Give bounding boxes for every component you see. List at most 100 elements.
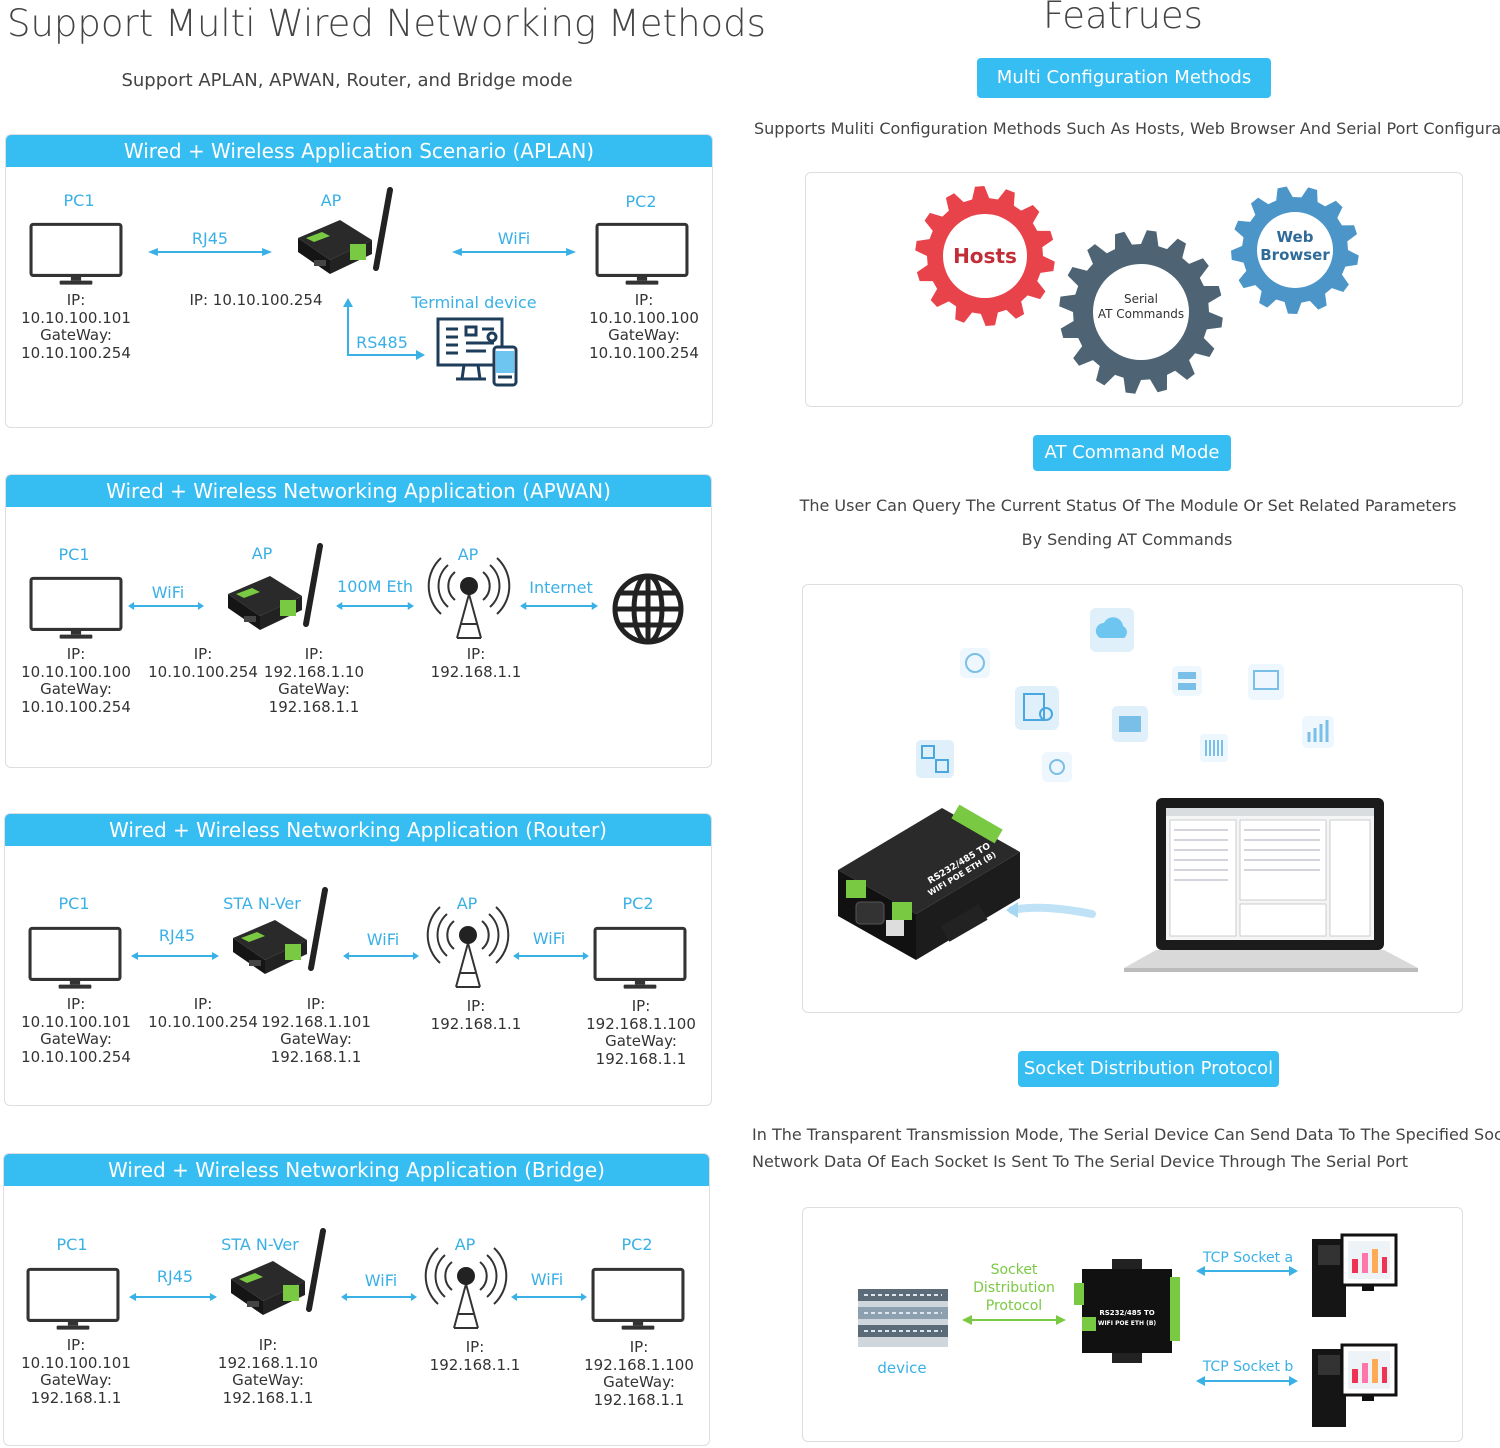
bridge-wifi1-arrow [341, 1292, 417, 1302]
aplan-ap-ip: IP: 10.10.100.254 [189, 291, 323, 309]
bridge-pc1-label: PC1 [56, 1235, 88, 1254]
apwan-card: Wired + Wireless Networking Application … [5, 474, 712, 768]
device-label: device [877, 1359, 926, 1377]
gear-web-text-1: Web [1277, 228, 1314, 246]
aplan-rj45-arrow [148, 247, 272, 257]
bridge-header: Wired + Wireless Networking Application … [4, 1154, 709, 1186]
router-dev-ip2: IP: 192.168.1.101 GateWay: 192.168.1.1 [261, 995, 371, 1066]
bridge-ap-ip: IP: 192.168.1.1 [429, 1338, 521, 1374]
bridge-dev-ip: IP: 192.168.1.10 GateWay: 192.168.1.1 [217, 1336, 319, 1407]
socket-desc-2: Network Data Of Each Socket Is Sent To T… [752, 1152, 1409, 1171]
apwan-router-icon [222, 542, 326, 638]
socket-converter-box: RS232/485 TO WIFI POE ETH (B) [1074, 1259, 1180, 1363]
router-sta-label: STA N-Ver [223, 894, 301, 913]
barcode-icon [1200, 734, 1228, 762]
aplan-pc1-label: PC1 [63, 191, 95, 210]
aplan-pc1-ip: IP: 10.10.100.101 GateWay: 10.10.100.254 [21, 291, 131, 362]
bridge-ap-label: AP [454, 1235, 476, 1254]
aplan-router-icon [292, 186, 396, 282]
right-title: Featrues [1043, 0, 1203, 37]
bridge-rj45-label: RJ45 [156, 1267, 194, 1286]
bridge-sta-label: STA N-Ver [221, 1235, 299, 1254]
router-pc1-label: PC1 [58, 894, 90, 913]
at-graphic: RS232/485 TO WIFI POE ETH (B) [838, 608, 1418, 972]
protocol-label-3: Protocol [986, 1298, 1042, 1314]
router-wifi2-arrow [513, 951, 589, 961]
gauge-icon [960, 648, 990, 678]
server-a-icon [1310, 1233, 1398, 1319]
bridge-pc1-ip: IP: 10.10.100.101 GateWay: 192.168.1.1 [21, 1336, 131, 1407]
apwan-wifi-arrow [128, 601, 204, 611]
cloud-icon [1090, 608, 1134, 652]
server-icon [1172, 666, 1202, 696]
aplan-ap-label: AP [320, 191, 342, 210]
apwan-eth-arrow [336, 601, 414, 611]
apwan-pc1-ip: IP: 10.10.100.100 GateWay: 10.10.100.254 [21, 645, 131, 716]
router-pc1-monitor-icon [28, 926, 122, 990]
at-mode-desc-2: By Sending AT Commands [1021, 530, 1233, 549]
folder-icon [1112, 706, 1148, 742]
bridge-pc2-monitor-icon [591, 1267, 685, 1331]
apwan-pc1-label: PC1 [58, 545, 90, 564]
bridge-device-icon [225, 1227, 329, 1323]
protocol-label-2: Distribution [973, 1280, 1055, 1296]
multi-config-pill: Multi Configuration Methods [977, 58, 1271, 98]
protocol-arrow [962, 1315, 1066, 1325]
bridge-rj45-arrow [129, 1292, 217, 1302]
at-mode-desc-1: The User Can Query The Current Status Of… [799, 496, 1457, 515]
apwan-ap2-ip: IP: 192.168.1.1 [430, 645, 522, 681]
at-mode-pill: AT Command Mode [1033, 435, 1231, 471]
bridge-wifi1-label: WiFi [364, 1271, 398, 1290]
socket-box-text-1: RS232/485 TO [1099, 1309, 1154, 1317]
tcp-socket-a-arrow [1196, 1266, 1298, 1276]
gear-serial-text-2: AT Commands [1098, 307, 1184, 321]
apwan-ap2-label: AP [457, 545, 479, 564]
apwan-tower-icon [427, 557, 511, 639]
router-wifi1-label: WiFi [366, 930, 400, 949]
socket-box-text-2: WIFI POE ETH (B) [1098, 1320, 1157, 1327]
bridge-pc1-monitor-icon [26, 1267, 120, 1331]
gear-hosts-text: Hosts [953, 244, 1017, 268]
monitor-chart-icon [1248, 664, 1284, 700]
bridge-pc2-ip: IP: 192.168.1.100 GateWay: 192.168.1.1 [584, 1338, 694, 1409]
gear-serial-text-1: Serial [1124, 292, 1158, 306]
aplan-terminal-label: Terminal device [411, 293, 537, 312]
aplan-pc2-label: PC2 [625, 192, 657, 211]
router-pc1-ip: IP: 10.10.100.101 GateWay: 10.10.100.254 [21, 995, 131, 1066]
settings-icon [916, 740, 954, 778]
apwan-eth-label: 100M Eth [337, 577, 413, 596]
router-dev-ip1: IP: 10.10.100.254 [148, 995, 258, 1031]
socket-graphic: device Socket Distribution Protocol RS23… [858, 1233, 1398, 1429]
router-ap-ip: IP: 192.168.1.1 [430, 997, 522, 1033]
router-rj45-label: RJ45 [158, 926, 196, 945]
gear-web-text-2: Browser [1260, 246, 1330, 264]
serial-gear-icon [1059, 230, 1223, 394]
aplan-terminal-icon [436, 317, 518, 387]
bar-chart-icon [1302, 716, 1334, 748]
converter-device: RS232/485 TO WIFI POE ETH (B) [838, 804, 1020, 960]
router-pc2-monitor-icon [593, 926, 687, 990]
apwan-wifi-label: WiFi [151, 583, 185, 602]
apwan-ap-label: AP [251, 544, 273, 563]
web-gear-icon [1231, 186, 1359, 314]
router-wifi1-arrow [343, 951, 419, 961]
aplan-rs485-arrow [343, 298, 425, 360]
router-pc2-ip: IP: 192.168.1.100 GateWay: 192.168.1.1 [586, 997, 696, 1068]
apwan-internet-label: Internet [529, 578, 593, 597]
bridge-wifi2-arrow [511, 1292, 587, 1302]
globe-icon [610, 571, 686, 647]
bridge-pc2-label: PC2 [621, 1235, 653, 1254]
bridge-tower-icon [424, 1247, 508, 1329]
socket-desc-1: In The Transparent Transmission Mode, Th… [752, 1125, 1500, 1144]
document-search-icon [1015, 686, 1059, 730]
gears-graphic: Hosts Serial AT Commands Web Browser [915, 186, 1359, 394]
protocol-label-1: Socket [991, 1262, 1038, 1278]
tcp-socket-b-label: TCP Socket b [1202, 1359, 1294, 1375]
multi-config-desc: Supports Muliti Configuration Methods Su… [754, 119, 1500, 138]
apwan-internet-arrow [520, 601, 598, 611]
laptop-icon [1124, 798, 1418, 972]
aplan-wifi-arrow [452, 247, 576, 257]
bridge-wifi2-label: WiFi [530, 1270, 564, 1289]
apwan-pc1-monitor-icon [29, 576, 123, 640]
aplan-card: Wired + Wireless Application Scenario (A… [5, 134, 713, 428]
